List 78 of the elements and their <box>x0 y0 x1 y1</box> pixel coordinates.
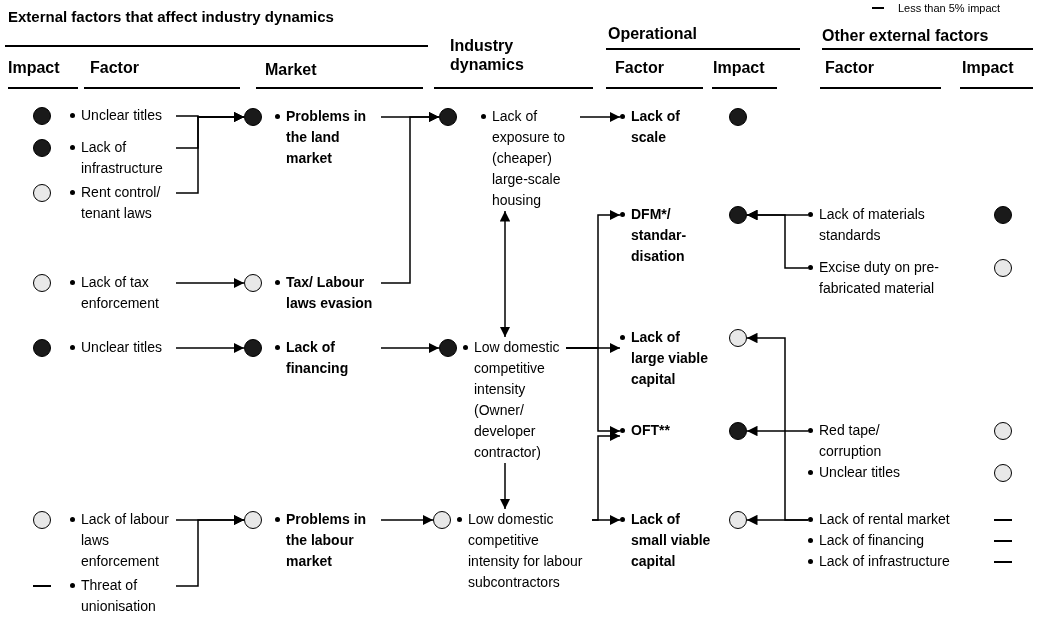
factor-text: Tax/ Labour laws evasion <box>286 273 374 313</box>
arrow <box>175 277 245 289</box>
column-header: Impact <box>962 58 1014 77</box>
column-header: Factor <box>615 58 664 77</box>
factor-text: Lack of small viable capital <box>631 510 712 571</box>
hollow-circle-icon <box>33 184 51 202</box>
factor-text: Red tape/ corruption <box>819 421 883 461</box>
factor-text: Unclear titles <box>81 338 163 357</box>
filled-circle-icon <box>439 108 457 126</box>
filled-circle-icon <box>33 339 51 357</box>
hollow-circle-icon <box>33 511 51 529</box>
factor-text: Unclear titles <box>81 106 163 125</box>
factor-text: Lack of infrastructure <box>81 138 164 178</box>
hollow-circle-icon <box>433 511 451 529</box>
filled-circle-icon <box>729 422 747 440</box>
column-header: Industry dynamics <box>450 36 525 74</box>
column-header: Factor <box>825 58 874 77</box>
factor-text: Lack of scale <box>631 107 681 147</box>
column-header: Market <box>265 60 317 79</box>
arrow <box>591 430 621 521</box>
factor-text: Problems in the land market <box>286 107 368 168</box>
factor-text: Threat of unionisation <box>81 576 157 616</box>
hollow-circle-icon <box>994 464 1012 482</box>
column-header: Impact <box>8 58 60 77</box>
hollow-circle-icon <box>729 511 747 529</box>
factor-text: OFT** <box>631 421 671 440</box>
factor-text: Lack of rental market <box>819 510 951 529</box>
filled-circle-icon <box>439 339 457 357</box>
diagram-title: External factors that affect industry dynamics <box>8 8 334 25</box>
arrow <box>380 514 434 526</box>
column-header: Factor <box>90 58 139 77</box>
column-header: Impact <box>713 58 765 77</box>
factor-text: Low domestic competitive intensity (Owner/ developer contractor) <box>474 338 561 462</box>
arrow <box>175 514 245 587</box>
factor-text: Unclear titles <box>819 463 901 482</box>
legend-text: Less than 5% impact <box>898 2 1001 14</box>
hollow-circle-icon <box>244 511 262 529</box>
filled-circle-icon <box>729 206 747 224</box>
factor-text: Lack of infrastructure <box>819 552 951 571</box>
filled-circle-icon <box>244 108 262 126</box>
dash-icon <box>33 585 51 587</box>
arrow <box>380 342 440 354</box>
factor-text: Problems in the labour market <box>286 510 368 571</box>
arrow <box>746 425 809 437</box>
factor-text: Lack of tax enforcement <box>81 273 160 313</box>
dash-icon <box>994 519 1012 521</box>
factor-text: Lack of exposure to (cheaper) large-scale housing <box>492 107 567 210</box>
hollow-circle-icon <box>994 422 1012 440</box>
arrow <box>175 111 245 194</box>
filled-circle-icon <box>244 339 262 357</box>
arrow <box>746 332 809 521</box>
arrow <box>746 209 809 269</box>
factor-text: Low domestic competitive intensity for labour subcontractors <box>468 510 584 592</box>
arrow <box>579 111 621 123</box>
arrow <box>380 111 440 284</box>
factor-text: Lack of financing <box>819 531 926 550</box>
hollow-circle-icon <box>33 274 51 292</box>
factor-text: Lack of financing <box>286 338 350 378</box>
factor-text: Lack of labour laws enforcement <box>81 510 170 571</box>
filled-circle-icon <box>994 206 1012 224</box>
factor-text: Lack of large viable capital <box>631 328 710 389</box>
filled-circle-icon <box>33 139 51 157</box>
filled-circle-icon <box>729 108 747 126</box>
column-header: Operational <box>608 24 697 43</box>
hollow-circle-icon <box>244 274 262 292</box>
dash-icon <box>994 561 1012 563</box>
factor-text: Excise duty on pre-fabricated material <box>819 258 940 298</box>
factor-text: DFM*/ standar-disation <box>631 205 688 266</box>
dash-icon <box>994 540 1012 542</box>
filled-circle-icon <box>33 107 51 125</box>
column-header: Other external factors <box>822 26 989 45</box>
hollow-circle-icon <box>994 259 1012 277</box>
arrow <box>499 210 511 338</box>
factor-text: Rent control/ tenant laws <box>81 183 162 223</box>
hollow-circle-icon <box>729 329 747 347</box>
factor-text: Lack of materials standards <box>819 205 926 245</box>
arrow <box>175 342 245 354</box>
arrow <box>499 462 511 510</box>
